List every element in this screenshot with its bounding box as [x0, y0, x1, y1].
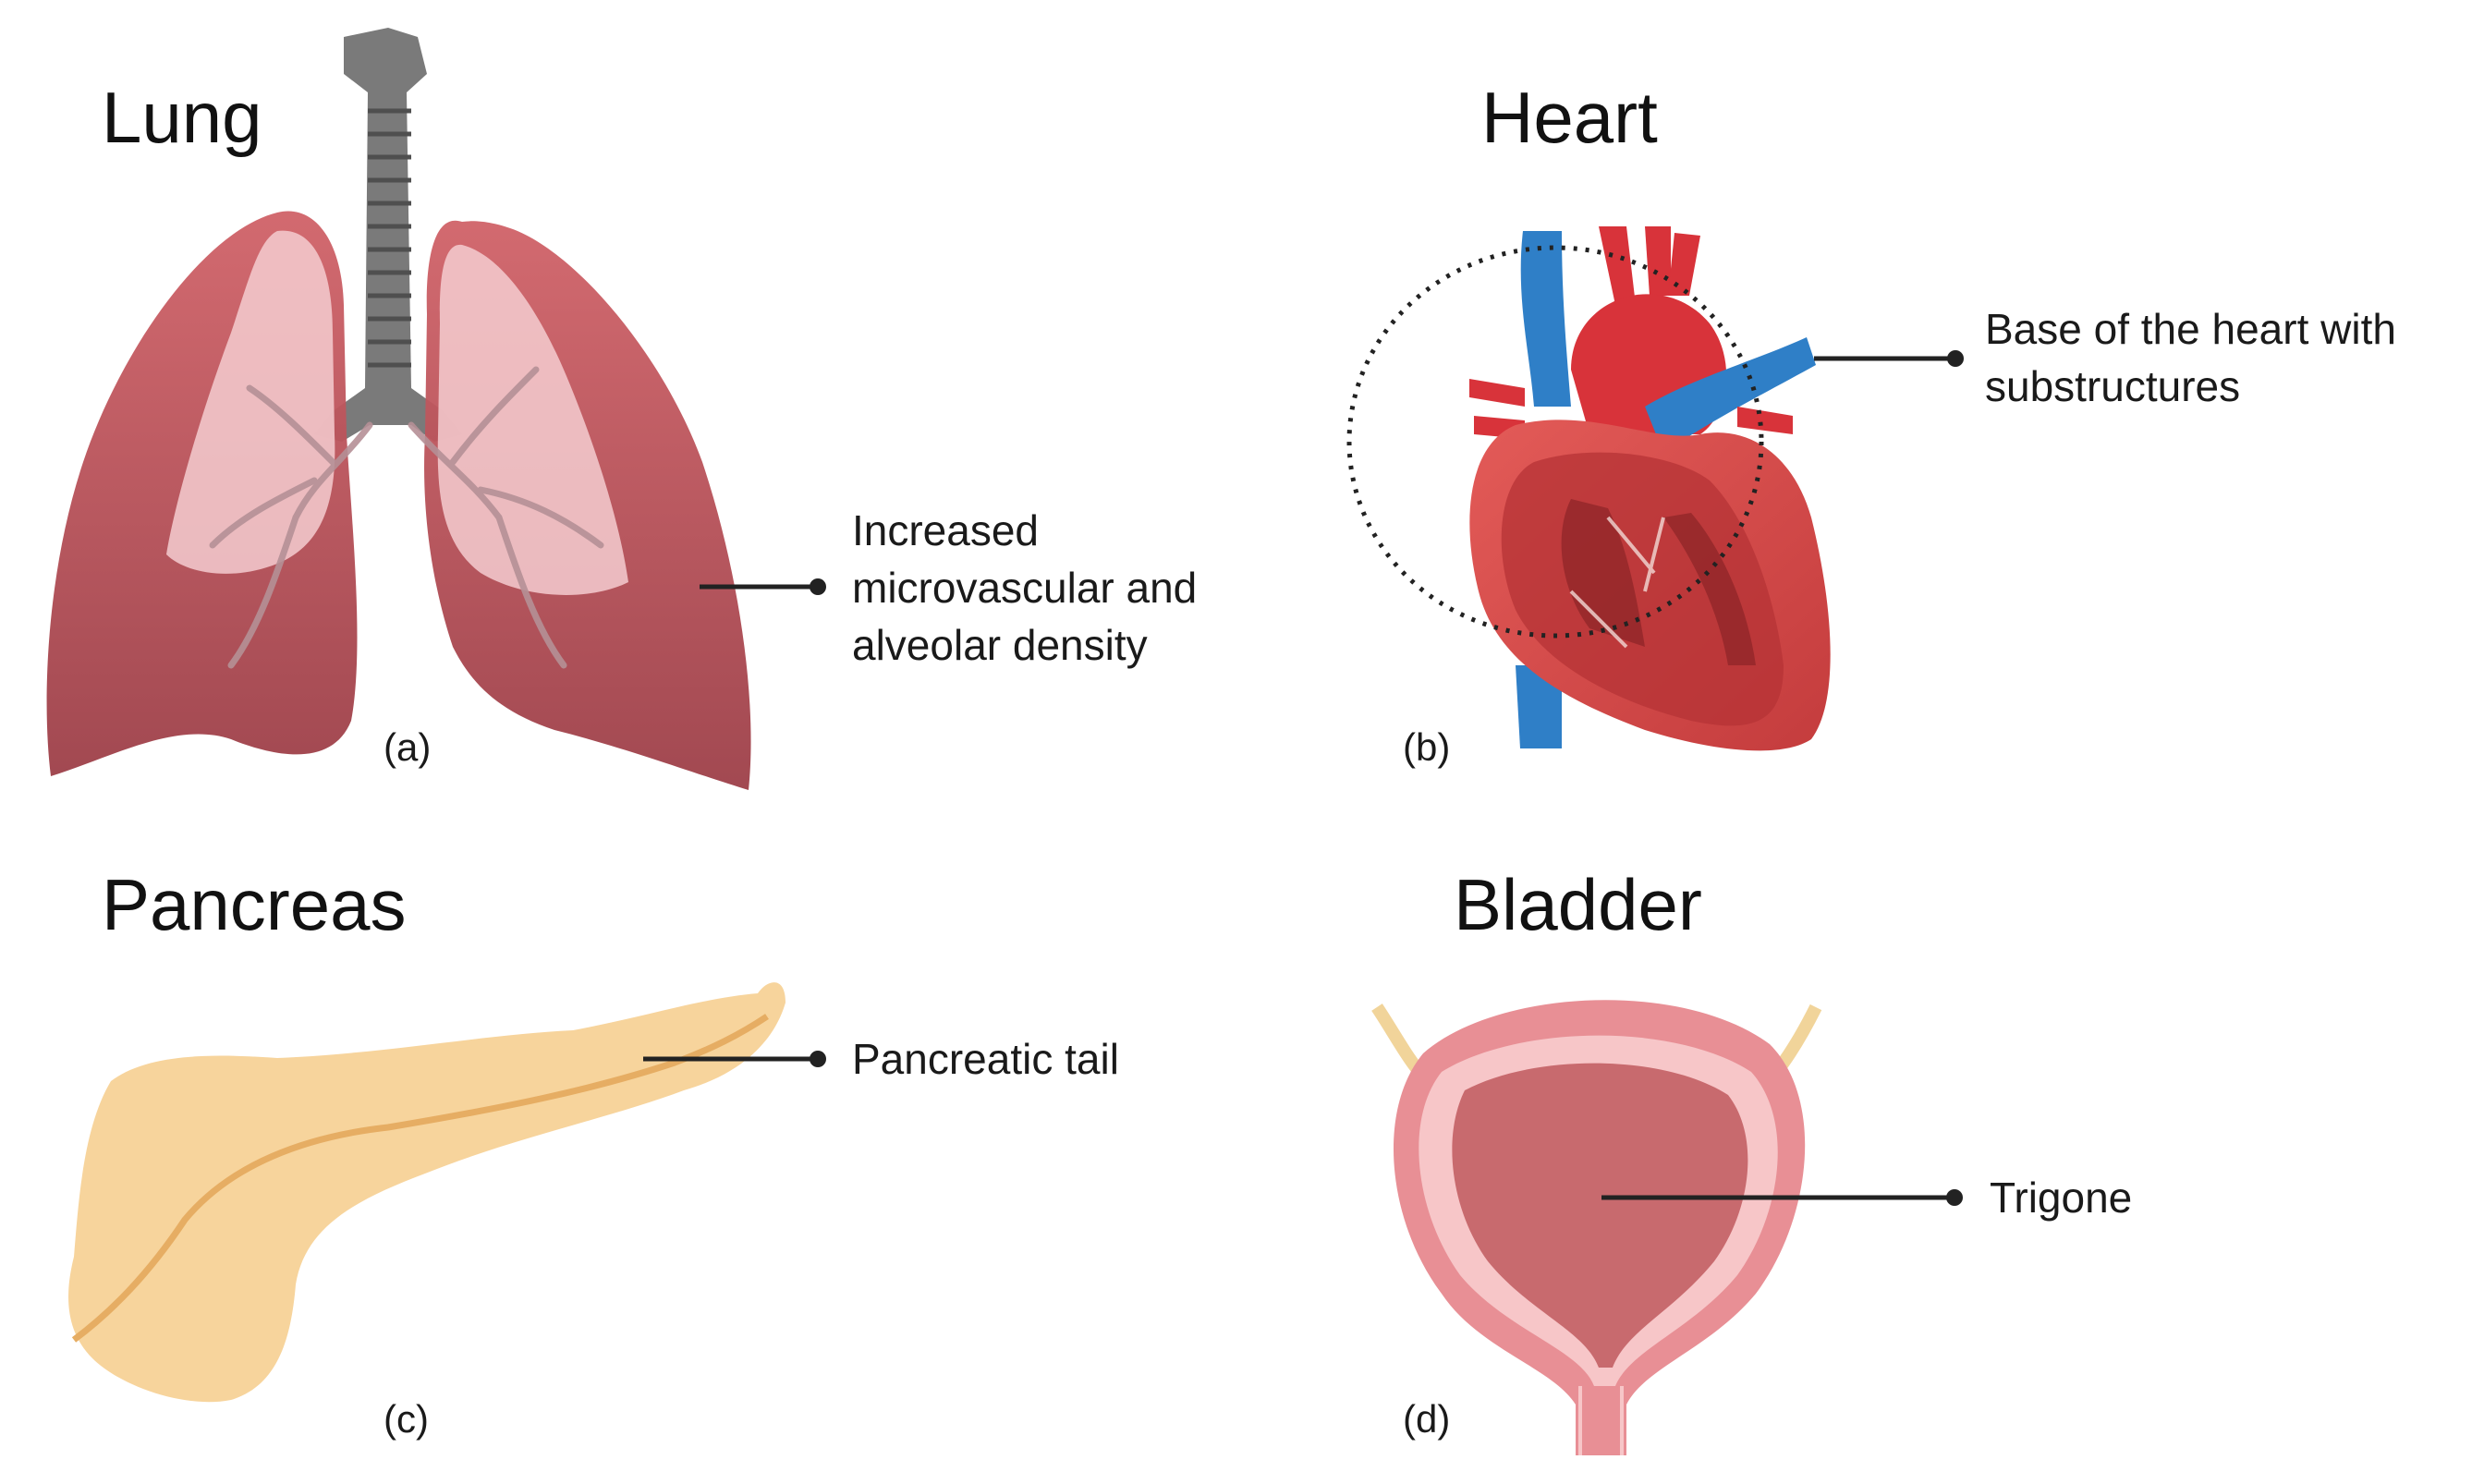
bladder-illustration	[1371, 1000, 1963, 1455]
inferior-vena-cava	[1516, 665, 1562, 748]
heart-title: Heart	[1481, 77, 1658, 158]
heart-annotation-line-1: Base of the heart with	[1985, 305, 2396, 353]
lung-title: Lung	[102, 77, 262, 158]
heart-base-circle	[1346, 245, 1764, 639]
heart-annotation-line-2: substructures	[1985, 362, 2241, 410]
lung-annotation-line-1: Increased	[852, 506, 1040, 554]
pancreas-body	[68, 982, 786, 1403]
heart-annotation: Base of the heart with substructures	[1985, 300, 2396, 415]
heart-illustration	[1346, 226, 1964, 751]
bladder-title: Bladder	[1454, 864, 1702, 945]
pancreas-title: Pancreas	[102, 864, 407, 945]
pancreas-illustration	[68, 982, 826, 1403]
lung-pointer	[700, 578, 826, 595]
bladder-annotation: Trigone	[1990, 1169, 2132, 1226]
panel-label-b: (b)	[1403, 725, 1451, 769]
lung-annotation-line-2: microvascular and	[852, 564, 1198, 612]
pancreas-annotation-line-1: Pancreatic tail	[852, 1035, 1119, 1083]
panel-label-c: (c)	[384, 1397, 429, 1441]
lung-annotation: Increased microvascular and alveolar den…	[852, 502, 1197, 674]
pancreas-pointer	[643, 1051, 826, 1067]
heart-pointer	[1814, 350, 1964, 367]
lung-illustration	[46, 28, 826, 791]
panel-label-d: (d)	[1403, 1397, 1451, 1441]
panel-label-a: (a)	[384, 725, 432, 769]
trachea	[314, 28, 462, 442]
pulmonary-artery	[1645, 337, 1816, 453]
lung-annotation-line-3: alveolar density	[852, 621, 1148, 669]
bladder-pointer	[1601, 1189, 1963, 1206]
pancreas-annotation: Pancreatic tail	[852, 1030, 1119, 1088]
bladder-annotation-line-1: Trigone	[1990, 1174, 2133, 1222]
